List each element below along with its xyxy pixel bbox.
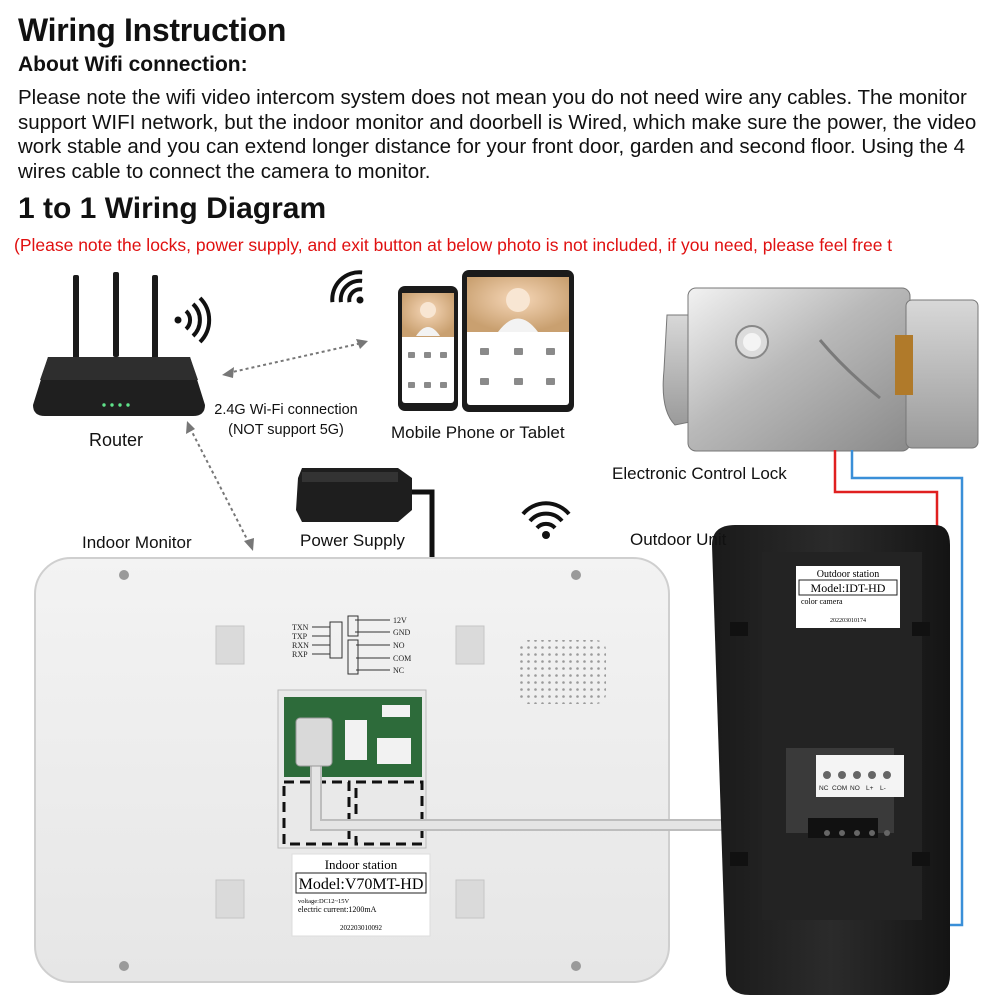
red-note: (Please note the locks, power supply, an… (14, 235, 893, 255)
svg-text:Model:IDT-HD: Model:IDT-HD (811, 581, 886, 595)
page-title: Wiring Instruction (18, 12, 287, 48)
svg-text:202203010174: 202203010174 (830, 618, 866, 624)
mobile-label: Mobile Phone or Tablet (391, 423, 565, 442)
diagram-title: 1 to 1 Wiring Diagram (18, 192, 327, 225)
electronic-lock-image (662, 287, 979, 452)
power-supply-label: Power Supply (300, 531, 405, 550)
indoor-station-label: Indoor station Model:V70MT-HD voltage:DC… (291, 853, 431, 937)
indoor-terminal-gnd: GND (393, 628, 411, 637)
svg-text:Model:V70MT-HD: Model:V70MT-HD (299, 876, 424, 893)
svg-text:Indoor station: Indoor station (325, 857, 398, 872)
indoor-terminal-txn: TXN (292, 623, 309, 632)
section-subtitle: About Wifi connection: (18, 53, 248, 76)
lock-label: Electronic Control Lock (612, 464, 787, 483)
outdoor-terminal-lplus: L+ (866, 785, 874, 792)
wifi-note-text: (NOT support 5G) (228, 422, 344, 438)
wifi-icon-mobile (330, 270, 364, 304)
wifi-connection-label: 2.4G Wi-Fi connection (NOT support 5G) (200, 400, 372, 440)
indoor-terminal-txp: TXP (292, 632, 308, 641)
outdoor-terminal-lminus: L- (880, 785, 886, 792)
svg-text:color camera: color camera (801, 597, 843, 606)
svg-text:202203010092: 202203010092 (340, 924, 383, 932)
router-icon (33, 272, 205, 416)
indoor-terminal-12v: 12V (393, 616, 407, 625)
wifi-connection-text: 2.4G Wi-Fi connection (214, 402, 358, 418)
svg-text:Outdoor station: Outdoor station (817, 569, 880, 580)
wifi-link-arrow (222, 339, 368, 378)
svg-text:electric current:1200mA: electric current:1200mA (298, 905, 377, 914)
outdoor-terminal-com: COM (832, 785, 847, 792)
wifi-icon-outdoor (521, 501, 571, 539)
outdoor-unit-label: Outdoor Unit (630, 530, 727, 549)
mobile-phone-image (398, 286, 458, 411)
router-label: Router (89, 430, 144, 450)
outdoor-terminal-no: NO (850, 785, 860, 792)
svg-text:voltage:DC12~15V: voltage:DC12~15V (298, 898, 349, 905)
indoor-terminal-rxn: RXN (292, 641, 309, 650)
router-monitor-link-arrow (186, 421, 254, 551)
indoor-terminal-no: NO (393, 641, 405, 650)
indoor-monitor-label: Indoor Monitor (82, 533, 192, 552)
wifi-signal-icon (174, 296, 212, 344)
outdoor-station-label: Outdoor station Model:IDT-HD color camer… (796, 566, 900, 628)
indoor-terminal-nc: NC (393, 666, 404, 675)
outdoor-terminal-nc: NC (819, 785, 829, 792)
intro-paragraph: Please note the wifi video intercom syst… (18, 86, 977, 183)
tablet-image (462, 270, 574, 412)
indoor-terminal-com: COM (393, 654, 411, 663)
indoor-terminal-rxp: RXP (292, 650, 308, 659)
